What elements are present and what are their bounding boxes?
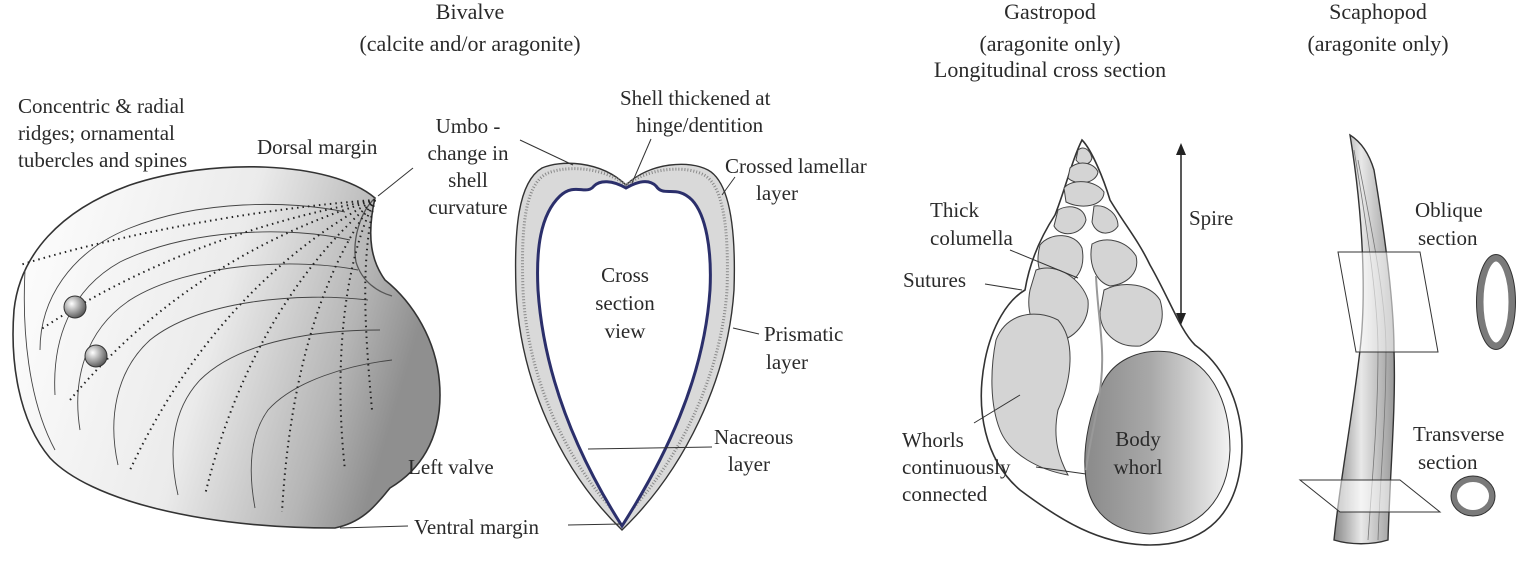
label-crossed-1: Crossed lamellar <box>725 154 867 178</box>
label-umbo-1: Umbo - <box>435 114 501 138</box>
radial-dotted-ribs <box>19 199 376 513</box>
bivalve-leader-lines <box>339 167 414 529</box>
label-nacreous-1: Nacreous <box>714 425 794 449</box>
cross-section-leader-lines <box>519 138 760 526</box>
umbo-curl <box>354 197 393 297</box>
label-thick-columella-2: columella <box>930 226 1013 250</box>
bivalve-heading: Bivalve <box>435 0 505 24</box>
label-crossed-2: layer <box>756 181 798 205</box>
label-umbo-3: shell <box>448 168 488 192</box>
oblique-section-ring <box>1476 254 1516 350</box>
transverse-section-ring <box>1451 476 1495 516</box>
spire-arrow <box>1176 143 1186 325</box>
label-cross-1: Cross <box>601 263 649 287</box>
bivalve-shell-outline <box>12 166 441 529</box>
bivalve-exterior <box>12 166 441 529</box>
scaphopod-subheading: (aragonite only) <box>1307 31 1449 56</box>
label-oblique-2: section <box>1418 226 1478 250</box>
section-inner-cavity <box>536 180 712 529</box>
label-cross-3: view <box>604 319 646 343</box>
oblique-plane <box>1337 251 1439 353</box>
bivalve-cross-section <box>514 162 736 531</box>
label-ventral-margin: Ventral margin <box>414 515 539 539</box>
gastropod-section <box>980 138 1243 546</box>
bivalve-subheading: (calcite and/or aragonite) <box>359 31 581 56</box>
ornamental-tubercle <box>63 295 87 319</box>
label-transverse-2: section <box>1418 450 1478 474</box>
label-ridges-1: Concentric & radial <box>18 94 185 118</box>
label-prismatic-2: layer <box>766 350 808 374</box>
transverse-section-ring-outline <box>1450 475 1496 517</box>
label-umbo-4: curvature <box>428 195 508 219</box>
label-hinge-2: hinge/dentition <box>636 113 764 137</box>
concentric-growth-lines <box>23 203 393 509</box>
label-umbo-2: change in <box>427 141 509 165</box>
label-left-valve: Left valve <box>408 455 494 479</box>
label-thick-columella-1: Thick <box>930 198 979 222</box>
ornamental-tubercle <box>84 344 108 368</box>
label-transverse-1: Transverse <box>1413 422 1505 446</box>
label-body-whorl-1: Body <box>1115 427 1161 451</box>
label-prismatic-1: Prismatic <box>764 322 844 346</box>
label-dorsal-margin: Dorsal margin <box>257 135 378 159</box>
gastropod-subheading-2: Longitudinal cross section <box>933 57 1167 82</box>
oblique-section-ring-outline <box>1476 254 1516 350</box>
label-body-whorl-2: whorl <box>1113 455 1163 479</box>
label-sutures: Sutures <box>903 268 966 292</box>
transverse-plane <box>1298 479 1442 513</box>
gastropod-heading: Gastropod <box>1004 0 1096 24</box>
gastropod-subheading: (aragonite only) <box>979 31 1121 56</box>
spire-chambers <box>991 147 1163 476</box>
label-cross-2: section <box>595 291 655 315</box>
label-hinge-1: Shell thickened at <box>620 86 771 110</box>
label-ridges-3: tubercles and spines <box>18 148 188 172</box>
label-spire: Spire <box>1189 206 1234 230</box>
label-ridges-2: ridges; ornamental <box>18 121 175 145</box>
columella <box>1085 275 1104 471</box>
gastropod-leader-lines <box>973 249 1087 475</box>
label-whorls-1: Whorls <box>902 428 964 452</box>
body-whorl <box>1084 350 1231 535</box>
scaphopod-heading: Scaphopod <box>1329 0 1427 24</box>
label-nacreous-2: layer <box>728 452 770 476</box>
label-whorls-3: connected <box>902 482 988 506</box>
label-whorls-2: continuously <box>902 455 1011 479</box>
label-oblique-1: Oblique <box>1415 198 1483 222</box>
